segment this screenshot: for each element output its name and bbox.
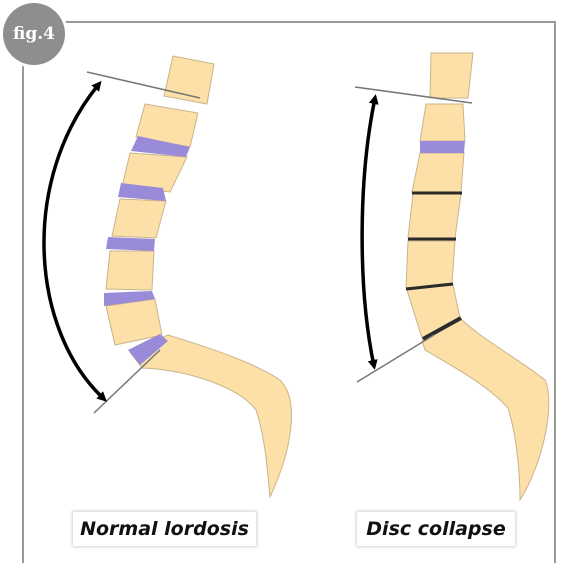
lordosis-angle-arrow	[44, 84, 104, 399]
disc-collapse-label: Disc collapse	[357, 512, 515, 546]
healthy-disc	[420, 141, 465, 153]
vertebra-right-top	[430, 53, 473, 98]
vertebra-right	[406, 241, 455, 288]
sacrum-left	[130, 335, 291, 497]
disc-collapse-spine	[355, 53, 549, 500]
healthy-disc	[106, 237, 155, 251]
vertebra-left	[112, 199, 166, 238]
reference-line-bottom	[94, 350, 160, 413]
vertebra-left	[106, 251, 154, 290]
vertebra-right	[412, 153, 464, 192]
normal-lordosis-spine	[44, 56, 291, 497]
vertebra-right	[420, 104, 465, 141]
vertebra-left-top	[164, 56, 214, 104]
vertebra-right	[408, 194, 461, 238]
lordosis-angle-arrow	[362, 98, 375, 366]
figure-number-badge: fig.4	[3, 3, 65, 65]
normal-lordosis-label: Normal lordosis	[73, 512, 256, 546]
sacrum-right	[422, 318, 549, 500]
